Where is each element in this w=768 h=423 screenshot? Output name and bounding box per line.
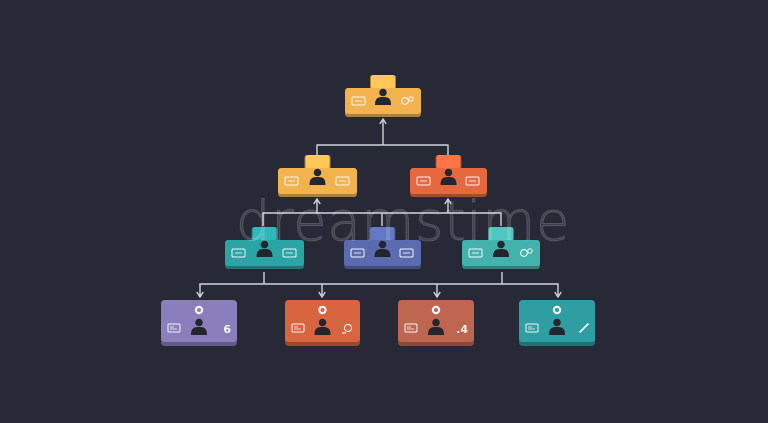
node-staff-4 [519,300,595,346]
node-lead-center [344,227,421,269]
node-staff-3: .4 [398,300,474,346]
connectors [196,117,562,299]
connector-staff-bus [199,283,559,297]
person-icon [314,318,331,335]
person-icon [549,318,565,335]
connector-managers-bus [316,144,449,158]
card-icon [167,323,181,333]
arrowhead-ceo [379,117,387,125]
chat-icon [465,176,480,186]
node-staff-1: 6 [161,300,237,346]
chat-icon [335,176,350,186]
gears-icon [520,248,533,257]
node-tab-face [489,227,513,241]
card-icon [291,323,305,333]
node-dot-inner [197,308,201,312]
arrowhead-staff-1 [196,291,204,299]
nodes: 6.4 [161,75,595,346]
node-label: .4 [456,323,468,336]
node-dot-inner [434,308,438,312]
person-icon [191,318,207,335]
arrowhead-staff-3 [433,291,441,299]
gears-icon [401,96,414,105]
node-staff-2 [285,300,360,346]
chat-icon [416,176,431,186]
chat-icon [399,248,414,258]
person-icon [309,168,326,185]
arrowhead-manager-right [444,197,452,205]
arrowhead-manager-left [313,197,321,205]
node-dot-inner [555,308,559,312]
person-icon [428,318,444,335]
chat-icon [284,176,299,186]
arrowhead-staff-2 [318,291,326,299]
node-tab-face [370,227,395,241]
node-dot-inner [320,308,325,312]
chat-icon [350,248,365,258]
arrowhead-staff-4 [554,291,562,299]
node-lead-left [225,227,304,269]
node-tab-face [305,155,330,169]
node-manager-left [278,155,357,197]
card-icon [404,323,418,333]
gear-icon [342,323,353,334]
person-icon [493,240,509,257]
node-tab-face [252,227,277,241]
node-tab-face [371,75,395,89]
person-icon [440,168,457,185]
pen-icon [579,323,589,333]
chat-icon [231,248,246,258]
chat-icon [468,248,483,258]
card-icon [525,323,539,333]
node-lead-right [462,227,540,269]
person-icon [256,240,273,257]
node-manager-right [410,155,487,197]
person-icon [375,88,391,105]
node-label: 6 [223,323,231,336]
node-ceo [345,75,421,117]
chat-icon [282,248,297,258]
node-tab-face [436,155,461,169]
chat-icon [351,96,366,106]
person-icon [374,240,391,257]
